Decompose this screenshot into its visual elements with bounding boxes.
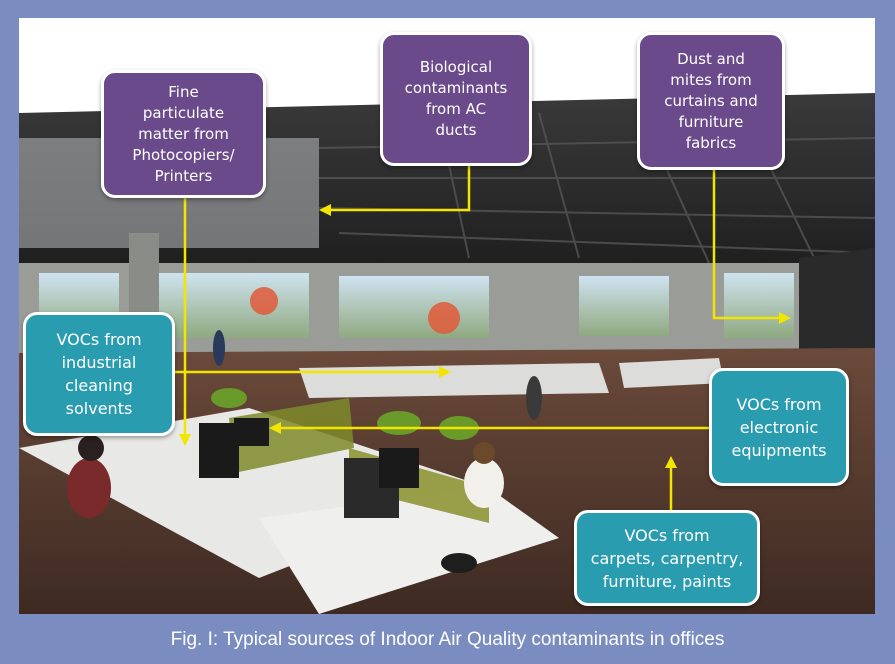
label-carpets: VOCs from carpets, carpentry, furniture,… [574,510,760,606]
monitor [199,423,239,478]
phone [441,553,477,573]
person-head [473,442,495,464]
window [579,276,669,336]
desk [619,358,724,388]
monitor [379,448,419,488]
person [526,376,542,420]
desk [299,363,609,398]
pendant-lamp [250,287,278,315]
person-head [78,435,104,461]
label-printers: Fine particulate matter from Photocopier… [101,70,266,198]
label-electronic: VOCs from electronic equipments [709,368,849,486]
label-biological: Biological contaminants from AC ducts [380,32,532,166]
person [464,458,504,508]
pendant-lamp [428,302,460,334]
chair [377,411,421,435]
window [724,273,794,338]
monitor [234,418,269,446]
person [67,458,111,518]
desk [19,408,489,578]
figure-caption: Fig. I: Typical sources of Indoor Air Qu… [170,629,725,650]
label-cleaning: VOCs from industrial cleaning solvents [23,312,175,436]
partition [229,398,354,473]
person [213,330,225,366]
window [339,276,489,338]
office-illustration: Fine particulate matter from Photocopier… [19,18,875,614]
window [159,273,309,338]
arrows [172,166,791,510]
chair [211,388,247,408]
label-dust: Dust and mites from curtains and furnitu… [637,32,785,170]
